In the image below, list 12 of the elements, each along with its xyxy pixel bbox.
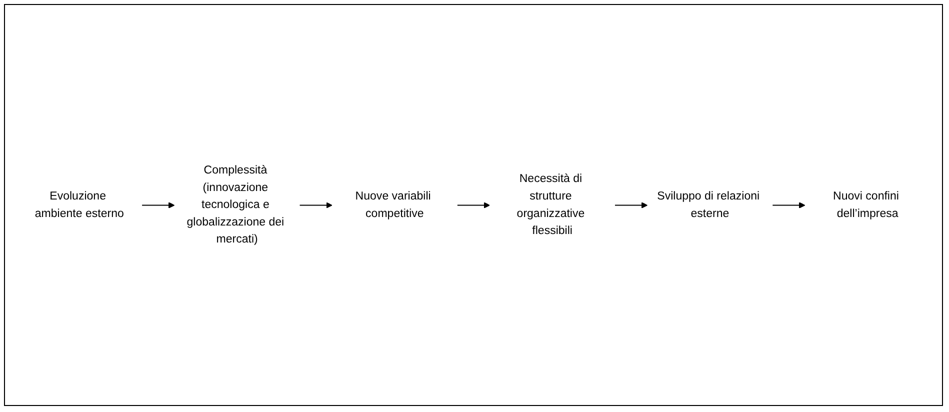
arrow bbox=[142, 202, 175, 208]
node-text: Nuove variabili competitive bbox=[355, 190, 431, 220]
node-text: Sviluppo di relazioni esterne bbox=[657, 190, 760, 220]
node-text: Complessità (innovazione tecnologica e globalizzazione dei mercati) bbox=[186, 164, 284, 246]
node-text: Nuovi confini dell’impresa bbox=[833, 190, 899, 220]
frame-border: Evoluzione ambiente esterno Complessità (innovazione tecnologica e globalizzazione dei mercati) Nuove variabili competitive Necessità di strutture organizzative flessibili Sviluppo di relazioni esterne Nuovi confini dell’impresa bbox=[4, 4, 943, 406]
node-text: Necessità di strutture organizzative flessibili bbox=[516, 172, 585, 237]
arrow bbox=[456, 202, 490, 208]
arrow bbox=[299, 202, 332, 208]
node-text: Evoluzione ambiente esterno bbox=[34, 190, 124, 220]
arrow bbox=[614, 202, 648, 208]
arrow bbox=[772, 202, 806, 208]
